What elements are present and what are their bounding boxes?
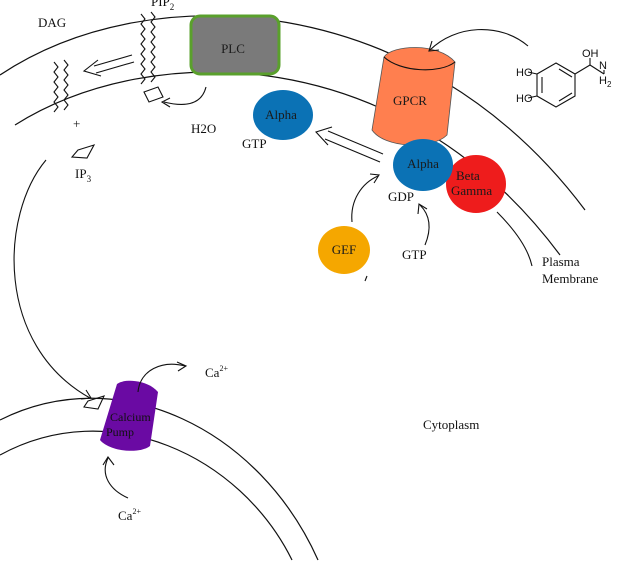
- h2-label: H2: [599, 75, 612, 89]
- beta-label: Beta: [456, 168, 480, 183]
- gef-arrow: [351, 175, 379, 223]
- ligand-arrow: [429, 28, 529, 51]
- calcium-label: Calcium: [110, 410, 151, 424]
- plasma-membrane-pointer: [496, 211, 533, 267]
- activation-double-arrow: [315, 126, 384, 163]
- h2o-label: H2O: [191, 121, 216, 136]
- ip3-to-pump-arrow: [13, 159, 91, 399]
- ca-out-label: Ca2+: [205, 364, 228, 380]
- alpha-gdp-label: Alpha: [407, 156, 439, 171]
- gtp-right-arrow: [419, 204, 430, 246]
- plc-enzyme: [189, 14, 281, 76]
- gamma-label: Gamma: [451, 183, 492, 198]
- ho-bottom-label: HO: [516, 93, 533, 105]
- dag-label: DAG: [38, 15, 66, 30]
- gtp-left-label: GTP: [242, 136, 267, 151]
- cytoplasm-label: Cytoplasm: [423, 417, 479, 432]
- gpcr-label: GPCR: [393, 93, 427, 108]
- h2o-arrow: [163, 86, 207, 105]
- ip3-label: IP3: [75, 166, 92, 184]
- n-label: N: [599, 60, 607, 72]
- pump-label: Pump: [106, 425, 134, 439]
- pip2-label: PIP2: [151, 0, 174, 12]
- gtp-right-label: GTP: [402, 247, 427, 262]
- gdp-label: GDP: [388, 189, 414, 204]
- catecholamine-structure: HO HO OH N H2: [516, 48, 612, 108]
- ip3-molecule: [70, 144, 96, 159]
- alpha-gdp-subunit: [393, 139, 453, 191]
- beta-gamma-subunit: [446, 155, 506, 213]
- ca-in-label: Ca2+: [118, 507, 141, 523]
- oh-label: OH: [582, 48, 599, 60]
- hydrolysis-double-arrow: [82, 54, 135, 77]
- membrane-label: Membrane: [542, 271, 599, 286]
- calcium-pump: [100, 380, 158, 451]
- gpcr-receptor: [371, 47, 456, 146]
- ho-top-label: HO: [516, 67, 533, 79]
- ip3-bound-glyph: [83, 395, 106, 410]
- plasma-label: Plasma: [542, 254, 580, 269]
- alpha-gtp-subunit: [253, 90, 313, 140]
- ca-out-arrow: [137, 363, 186, 393]
- plus-sign: +: [73, 116, 80, 131]
- gef-label: GEF: [332, 242, 357, 257]
- gef-protein: [318, 226, 370, 274]
- plasma-membrane-outer: [0, 15, 586, 211]
- dag-lipid-tails: [53, 59, 69, 113]
- alpha-gtp-label: Alpha: [265, 107, 297, 122]
- er-membrane-inner: [0, 430, 293, 561]
- er-membrane-outer: [0, 397, 319, 561]
- ca-in-arrow: [104, 457, 129, 499]
- plc-label: PLC: [221, 41, 245, 56]
- pip2-lipid-tails: [140, 11, 164, 103]
